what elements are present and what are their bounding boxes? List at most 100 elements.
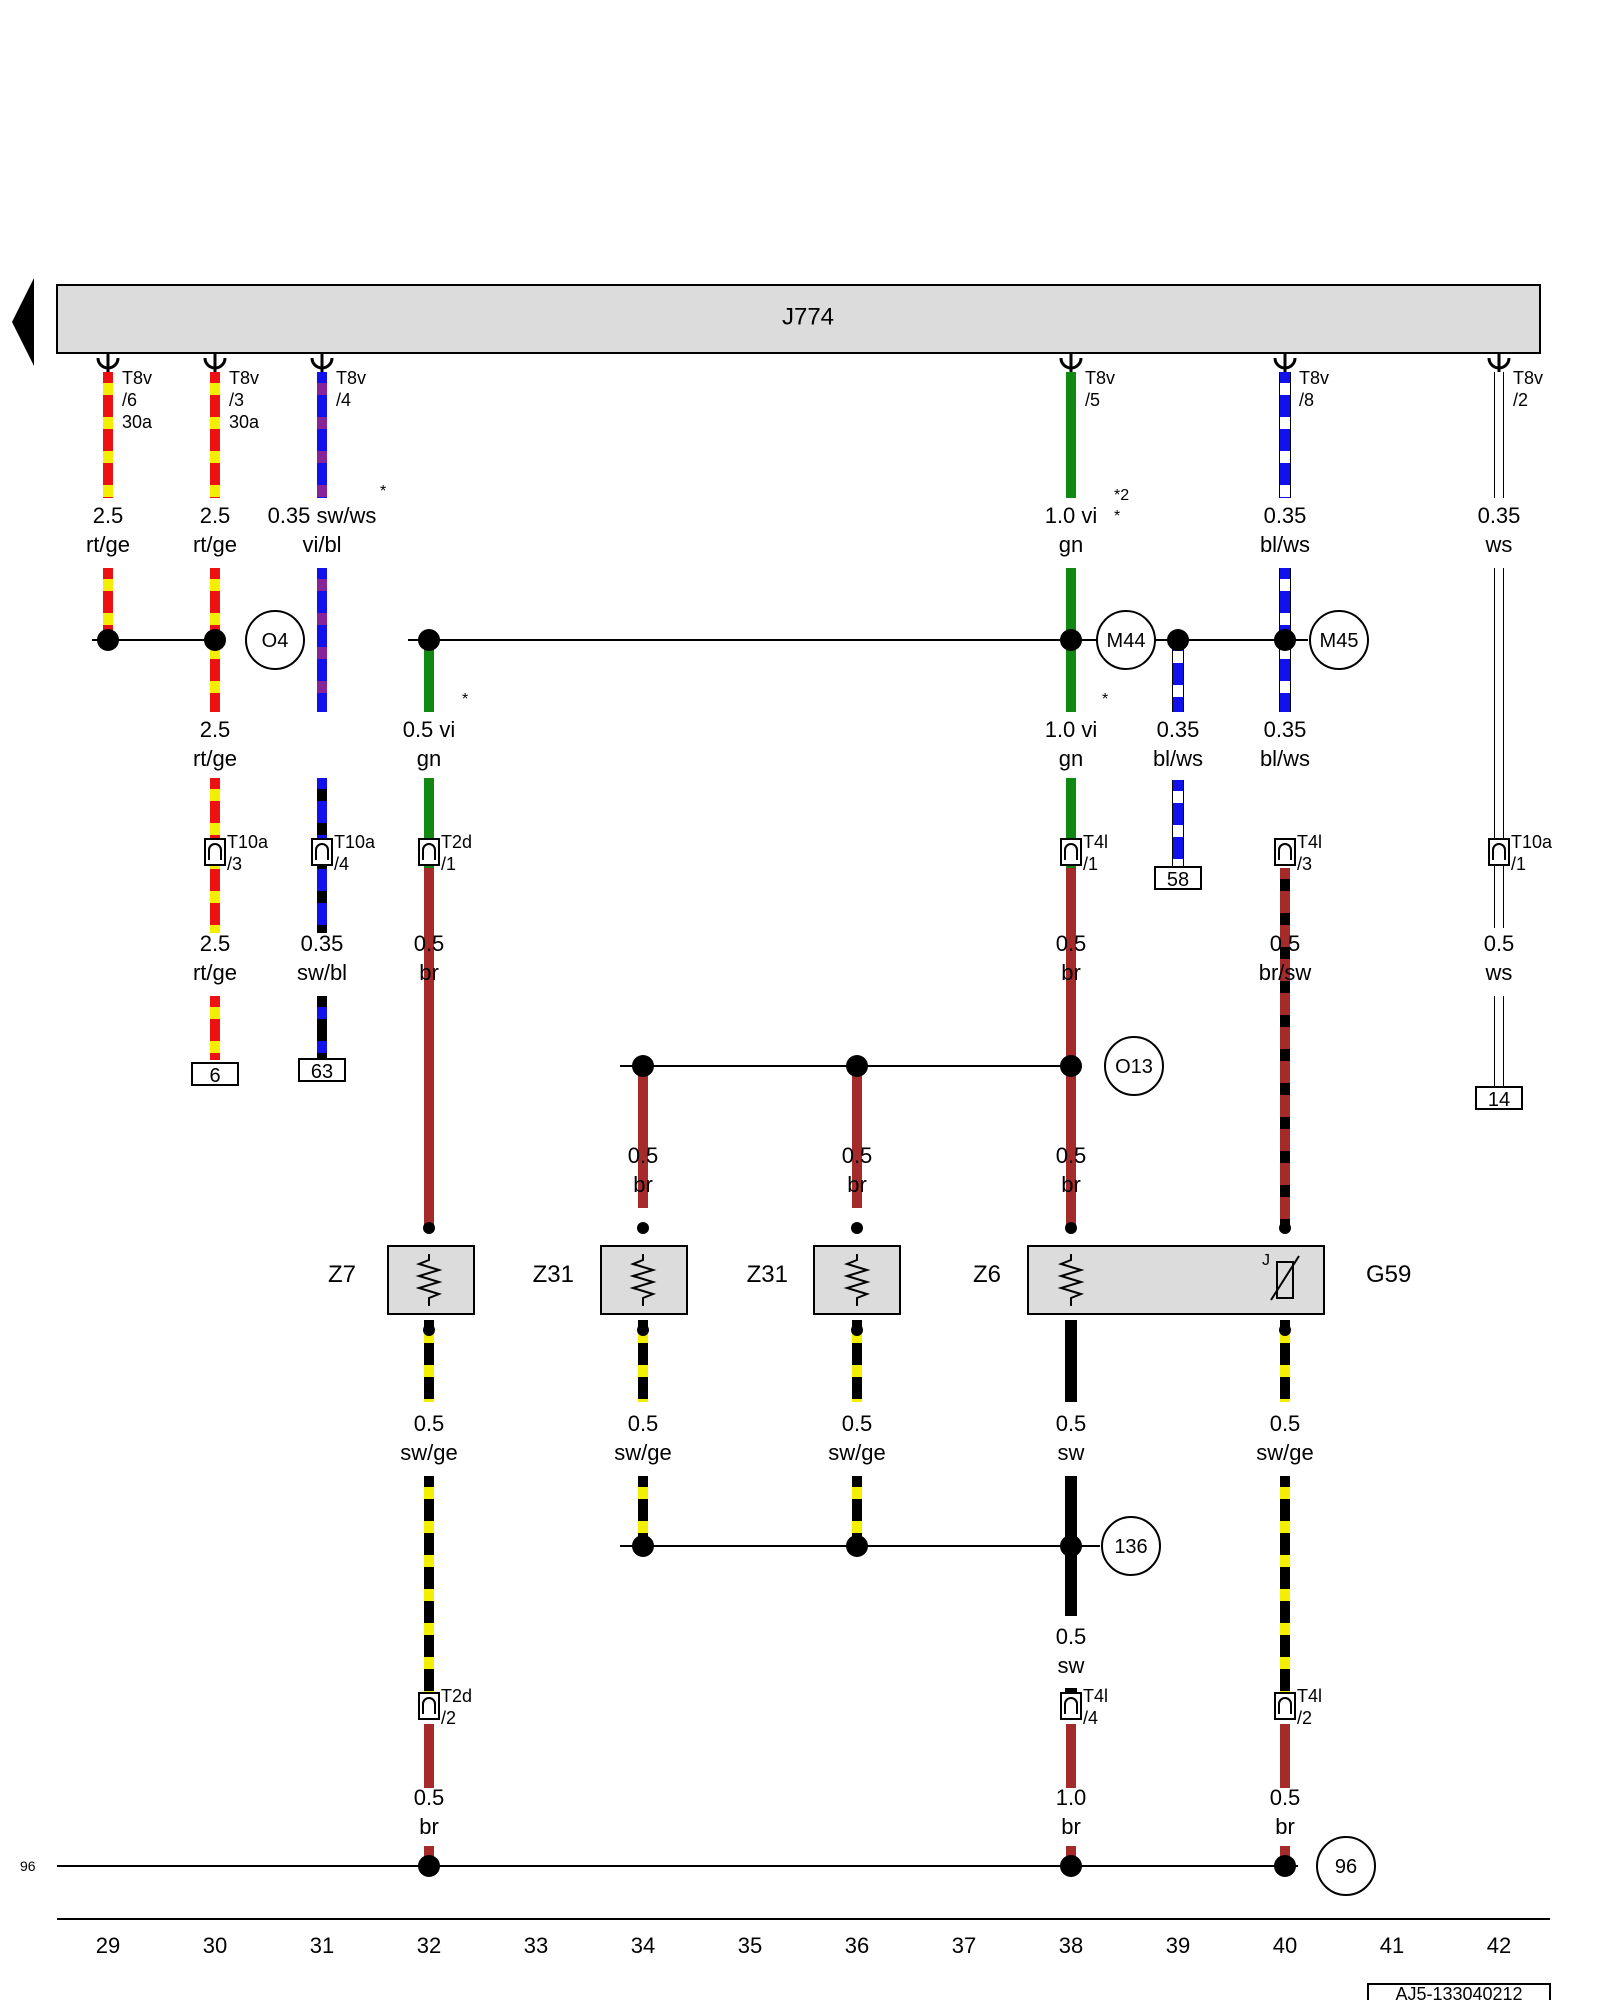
connector-label: T8v — [229, 368, 259, 388]
wire-label: 0.5 — [1056, 931, 1087, 956]
wire-label: ws — [1485, 532, 1513, 557]
wire-label: gn — [1059, 532, 1083, 557]
previous-page-arrow[interactable] — [12, 278, 34, 366]
column-number: 37 — [952, 1933, 976, 1958]
heater-element-symbol — [843, 1254, 871, 1306]
connection-point-circle — [1104, 1036, 1164, 1096]
wire-label: sw/bl — [297, 960, 347, 985]
wire-label: rt/ge — [86, 532, 130, 557]
connector-label: /1 — [1511, 854, 1526, 874]
wire-label: rt/ge — [193, 532, 237, 557]
wire-label: ws — [1485, 960, 1513, 985]
connector-label: T2d — [441, 1686, 472, 1706]
wire-label: 0.35 — [301, 931, 344, 956]
wire-label: 0.5 — [842, 1143, 873, 1168]
wires-layer — [103, 372, 1504, 1866]
junction-dot — [1060, 629, 1082, 651]
connector-label: /1 — [441, 854, 456, 874]
column-number: 39 — [1166, 1933, 1190, 1958]
connection-point-label: M45 — [1320, 630, 1359, 652]
connector-label: T4l — [1297, 1686, 1322, 1706]
connector-label: 30a — [122, 412, 153, 432]
connector-label: T4l — [1083, 1686, 1108, 1706]
junction-dot — [1167, 629, 1189, 651]
wire-label: sw — [1058, 1440, 1085, 1465]
reference-box — [1475, 1086, 1523, 1110]
wire-label: bl/ws — [1260, 532, 1310, 557]
reference-label: 14 — [1488, 1089, 1510, 1111]
connector-label: T8v — [1513, 368, 1543, 388]
wire-label: 2.5 — [93, 503, 124, 528]
sensor-symbol-label: J — [1262, 1252, 1270, 1269]
connector-label: /3 — [227, 854, 242, 874]
wire-label: 0.5 vi — [403, 717, 456, 742]
junction-dot — [846, 1055, 868, 1077]
reference-id: AJ5-133040212 — [1395, 1984, 1522, 2000]
wire-label: br — [633, 1172, 653, 1197]
wire-label: 0.5 — [1056, 1143, 1087, 1168]
connector-label: /1 — [1083, 854, 1098, 874]
junction-dot — [846, 1535, 868, 1557]
component-pin — [423, 1222, 435, 1234]
column-number: 30 — [203, 1933, 227, 1958]
sensor-symbol-slash — [1270, 1255, 1300, 1301]
inline-connector-symbol — [1278, 1697, 1292, 1714]
wire-label: 2.5 — [200, 717, 231, 742]
wire-label: 0.35 — [1264, 717, 1307, 742]
connector-label: /2 — [441, 1708, 456, 1728]
wire-label: 0.5 — [842, 1411, 873, 1436]
footnote-marker: *2 — [1114, 487, 1129, 504]
inline-connector-symbol — [1064, 843, 1078, 860]
connector-label: T8v — [1085, 368, 1115, 388]
wire-label: 0.5 — [414, 1411, 445, 1436]
reference-label: 6 — [209, 1065, 220, 1087]
connector-label: T4l — [1083, 832, 1108, 852]
reference-label: 63 — [311, 1061, 333, 1083]
connector-label: /6 — [122, 390, 137, 410]
wire-label: sw — [1058, 1653, 1085, 1678]
wire-label: 2.5 — [200, 503, 231, 528]
column-number: 35 — [738, 1933, 762, 1958]
wire-label: br/sw — [1259, 960, 1312, 985]
wire-label: sw/ge — [1256, 1440, 1313, 1465]
connector-label: /4 — [336, 390, 351, 410]
column-number: 31 — [310, 1933, 334, 1958]
connection-point-circle — [1316, 1836, 1376, 1896]
component-pin — [1279, 1324, 1291, 1336]
connector-label: /3 — [1297, 854, 1312, 874]
wire-label: br — [1061, 1172, 1081, 1197]
control-unit-box — [56, 284, 1541, 354]
wire-label: br — [419, 1814, 439, 1839]
reference-label: 58 — [1167, 869, 1189, 891]
connector-label: T10a — [334, 832, 376, 852]
reference-box — [298, 1058, 346, 1082]
wire-label: br — [1275, 1814, 1295, 1839]
footnote-marker: * — [380, 483, 386, 500]
ground-left-label: 96 — [20, 1858, 36, 1874]
junction-dot — [1274, 629, 1296, 651]
inline-connector-symbol — [208, 843, 222, 860]
component-label: Z6 — [973, 1261, 1001, 1288]
connector-label: T8v — [336, 368, 366, 388]
junction-dot — [97, 629, 119, 651]
wire-label: br — [1061, 1814, 1081, 1839]
connection-point-circle — [1101, 1516, 1161, 1576]
connection-point-circle — [1309, 610, 1369, 670]
column-number: 33 — [524, 1933, 548, 1958]
reference-id-box — [1367, 1983, 1551, 2000]
column-number: 34 — [631, 1933, 655, 1958]
wire-label: 0.35 — [1157, 717, 1200, 742]
reference-box — [191, 1062, 239, 1086]
connection-point-label: 96 — [1335, 1856, 1357, 1878]
component-pin — [1279, 1222, 1291, 1234]
wire-label: 1.0 — [1056, 1785, 1087, 1810]
wire-label: bl/ws — [1260, 746, 1310, 771]
component-pin — [1065, 1222, 1077, 1234]
column-number: 32 — [417, 1933, 441, 1958]
connector-label: /3 — [229, 390, 244, 410]
wire-label: rt/ge — [193, 960, 237, 985]
sensor-symbol — [1276, 1261, 1294, 1299]
